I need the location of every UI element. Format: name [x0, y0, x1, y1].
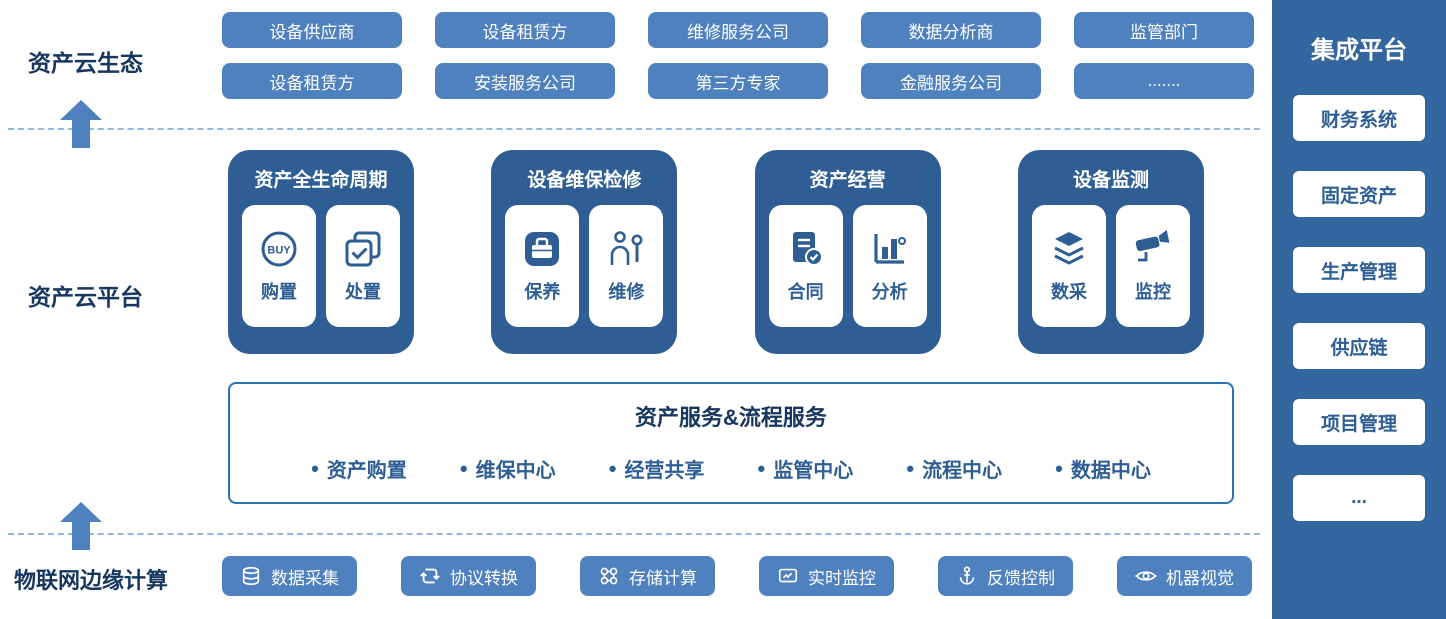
edge-node-label: 协议转换	[450, 568, 518, 588]
services-title: 资产服务&流程服务	[635, 405, 827, 430]
vision-eye-icon	[1135, 571, 1157, 581]
edge-node-data-collection: 数据采集	[222, 556, 357, 596]
ecosystem-node: 数据分析商	[861, 12, 1041, 48]
disposal-check-icon	[345, 231, 381, 266]
ecosystem-node: 安装服务公司	[435, 63, 615, 99]
integration-item-supply-chain: 供应链	[1293, 323, 1425, 369]
up-arrow-top	[60, 100, 102, 148]
integration-panel-title: 集成平台	[1311, 37, 1407, 64]
edge-node-label: 实时监控	[808, 568, 876, 588]
anchor-icon	[959, 566, 975, 585]
ecosystem-node: 设备供应商	[222, 12, 402, 48]
service-item: •经营共享	[608, 455, 705, 482]
data-layers-icon	[1054, 231, 1084, 265]
tile-label: 合同	[787, 281, 824, 302]
storage-nodes-icon	[600, 567, 618, 585]
ecosystem-node: 设备租赁方	[222, 63, 402, 99]
services-items: •资产购置 •维保中心 •经营共享 •监管中心 •流程中心 •数据中心	[230, 454, 1232, 483]
toolbox-icon	[525, 231, 560, 266]
ecosystem-node: 监管部门	[1074, 12, 1254, 48]
ecosystem-node: 维修服务公司	[648, 12, 828, 48]
platform-section-label: 资产云平台	[28, 284, 143, 310]
ecosystem-node: 金融服务公司	[861, 63, 1041, 99]
service-item: •资产购置	[311, 455, 407, 482]
tile-upkeep: 保养	[505, 205, 580, 327]
service-item: •数据中心	[1055, 455, 1151, 482]
integration-item-fixed-assets: 固定资产	[1293, 171, 1425, 217]
edge-node-label: 存储计算	[629, 568, 697, 588]
up-arrow-bottom	[60, 502, 102, 550]
arrow-head	[60, 502, 102, 522]
arrow-head	[60, 100, 102, 120]
integration-item-project-management: 项目管理	[1293, 399, 1425, 445]
ecosystem-section-label: 资产云生态	[28, 50, 143, 76]
services-box: 资产服务&流程服务 •资产购置 •维保中心 •经营共享 •监管中心 •流程中心 …	[228, 382, 1234, 504]
card-title: 设备维保检修	[527, 170, 642, 191]
buy-icon: BUY	[261, 231, 297, 266]
arrow-shaft	[72, 120, 90, 148]
edge-node-realtime-monitoring: 实时监控	[759, 556, 894, 596]
tile-label: 监控	[1134, 281, 1171, 302]
service-item: •维保中心	[459, 455, 556, 482]
card-equipment-monitoring: 设备监测 数采	[1017, 150, 1204, 354]
bullet-icon: •	[1055, 455, 1063, 481]
sync-arrows-icon	[420, 568, 440, 584]
contract-icon	[792, 231, 823, 266]
edge-node-feedback-control: 反馈控制	[938, 556, 1073, 596]
monitor-icon	[778, 568, 798, 583]
card-title: 设备监测	[1072, 170, 1149, 191]
edge-node-label: 反馈控制	[987, 568, 1055, 588]
service-item: •监管中心	[757, 455, 854, 482]
tile-purchase: BUY 购置	[242, 205, 316, 327]
tile-contract: 合同	[768, 205, 843, 327]
edge-row: 数据采集 协议转换 存储计算	[222, 556, 1252, 596]
integration-panel: 集成平台 财务系统 固定资产 生产管理 供应链 项目管理 ...	[1272, 0, 1446, 619]
separator-line-top	[8, 128, 1260, 130]
card-asset-operation: 资产经营 合同	[754, 150, 941, 354]
bullet-icon: •	[906, 455, 915, 481]
repair-person-icon	[611, 230, 643, 265]
ecosystem-node: 设备租赁方	[435, 12, 615, 48]
tile-analysis: 分析	[852, 205, 927, 327]
service-item: •流程中心	[906, 455, 1003, 482]
integration-item-more: ...	[1293, 475, 1425, 521]
bullet-icon: •	[608, 455, 617, 481]
edge-node-storage-computing: 存储计算	[580, 556, 715, 596]
card-asset-lifecycle: 资产全生命周期 BUY 购置 处置	[228, 150, 414, 354]
tile-label: 维修	[608, 281, 645, 302]
platform-cards: 资产全生命周期 BUY 购置 处置	[228, 150, 1204, 354]
tile-repair: 维修	[589, 205, 664, 327]
edge-node-protocol-conversion: 协议转换	[401, 556, 536, 596]
database-icon	[242, 566, 260, 586]
tile-label: 数采	[1050, 281, 1087, 302]
bullet-icon: •	[459, 455, 468, 481]
tile-label: 购置	[261, 281, 297, 302]
tile-data-acquisition: 数采	[1031, 205, 1106, 327]
tile-label: 处置	[345, 281, 381, 302]
card-title: 资产经营	[809, 170, 886, 191]
card-equipment-maintenance: 设备维保检修 保养	[491, 150, 678, 354]
edge-node-label: 数据采集	[271, 568, 339, 588]
ecosystem-node: .......	[1074, 63, 1254, 99]
bullet-icon: •	[311, 455, 319, 481]
integration-item-finance: 财务系统	[1293, 95, 1425, 141]
integration-item-production: 生产管理	[1293, 247, 1425, 293]
tile-label: 分析	[871, 281, 908, 302]
tile-disposal: 处置	[326, 205, 400, 327]
edge-node-machine-vision: 机器视觉	[1117, 556, 1252, 596]
edge-section-label: 物联网边缘计算	[14, 568, 169, 593]
tile-surveillance: 监控	[1115, 205, 1190, 327]
analysis-chart-icon	[874, 233, 906, 264]
separator-line-bottom	[8, 533, 1260, 535]
arrow-shaft	[72, 522, 90, 550]
tile-label: 保养	[524, 281, 561, 302]
edge-node-label: 机器视觉	[1166, 568, 1234, 588]
card-title: 资产全生命周期	[254, 170, 388, 191]
ecosystem-node: 第三方专家	[648, 63, 828, 99]
ecosystem-grid: 设备供应商 设备租赁方 维修服务公司 数据分析商 监管部门 设备租赁方 安装服务…	[222, 12, 1254, 99]
bullet-icon: •	[757, 455, 766, 481]
cctv-camera-icon	[1135, 229, 1170, 261]
svg-text:BUY: BUY	[267, 244, 291, 256]
